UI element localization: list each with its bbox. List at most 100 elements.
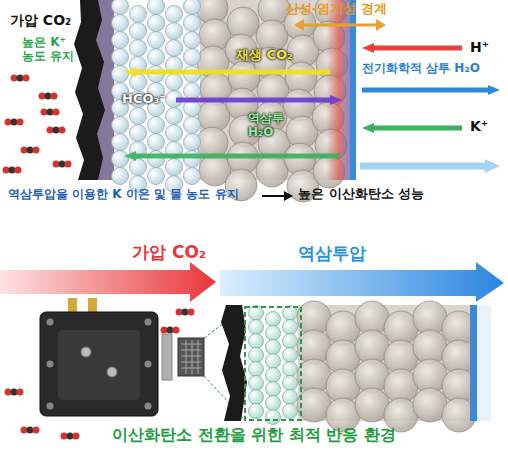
- bead: [266, 368, 281, 383]
- oxygen-atom: [47, 127, 54, 134]
- implies-arrow: [262, 195, 286, 197]
- bead: [266, 396, 281, 411]
- flux-label: 전기화학적 삼투 H₂O: [362, 62, 480, 76]
- bead: [130, 6, 147, 23]
- oxygen-atom: [33, 147, 40, 154]
- bead: [148, 134, 165, 151]
- arrow-head: [284, 191, 293, 201]
- bead: [112, 0, 129, 15]
- bead: [130, 23, 147, 40]
- bead: [112, 66, 129, 83]
- bead: [283, 362, 298, 377]
- oxygen-atom: [5, 119, 12, 126]
- bead: [112, 117, 129, 134]
- bead: [166, 6, 183, 23]
- bead: [130, 159, 147, 176]
- bubble: [256, 155, 288, 187]
- carbon-gas-diffusion-layer: [74, 0, 105, 180]
- bead: [112, 151, 129, 168]
- membrane-edge: [350, 0, 356, 180]
- oxygen-atom: [176, 309, 183, 316]
- bead: [112, 15, 129, 32]
- boundary-span: [300, 24, 380, 27]
- oxygen-atom: [3, 167, 10, 174]
- arrow-fill: [0, 262, 216, 302]
- flux-label: 재생 CO₂: [236, 48, 293, 63]
- carbon-atom: [67, 433, 74, 440]
- flux-label: 역삼투 H₂O: [248, 112, 310, 140]
- bead: [283, 320, 298, 335]
- acid-base-boundary: [326, 0, 352, 180]
- ion-label: K⁺: [470, 118, 488, 134]
- arrow-label: 역삼투압: [298, 242, 366, 265]
- zoom-box: [245, 307, 301, 420]
- summary-text: 역삼투압을 이용한 K 이온 및 물 농도 유지: [8, 188, 239, 202]
- bead: [249, 390, 264, 405]
- bead: [148, 168, 165, 185]
- carbon-atom: [27, 427, 34, 434]
- bead: [184, 83, 201, 100]
- bead: [112, 32, 129, 49]
- arrow-head: [362, 43, 374, 53]
- bead: [184, 49, 201, 66]
- bead: [130, 125, 147, 142]
- oxygen-atom: [59, 127, 66, 134]
- bead: [112, 168, 129, 185]
- oxygen-atom: [161, 327, 168, 334]
- carbon-atom: [9, 167, 16, 174]
- oxygen-atom: [188, 309, 195, 316]
- ion-label: H⁺: [470, 39, 489, 55]
- bead: [266, 410, 281, 425]
- bead: [249, 348, 264, 363]
- bead: [148, 0, 165, 15]
- bead: [166, 40, 183, 57]
- flux-arrow: [374, 126, 462, 131]
- bead: [130, 74, 147, 91]
- carbon-atom: [167, 327, 174, 334]
- oxygen-atom: [51, 93, 58, 100]
- bead: [266, 354, 281, 369]
- arrow-label: 가압 CO₂: [132, 241, 206, 264]
- carbon-atom: [45, 93, 52, 100]
- arrow-head: [485, 159, 500, 173]
- bead: [166, 23, 183, 40]
- arrow-head: [124, 67, 136, 77]
- bead: [283, 404, 298, 419]
- oxygen-atom: [41, 109, 48, 116]
- oxygen-atom: [21, 427, 28, 434]
- bead: [148, 151, 165, 168]
- bead: [283, 334, 298, 349]
- bead: [266, 382, 281, 397]
- oxygen-atom: [15, 167, 22, 174]
- catalyst-beads: [249, 306, 298, 425]
- arrow-fill: [220, 262, 504, 302]
- note-label: 높은 K⁺ 농도 유지: [22, 36, 78, 64]
- result-text: 높은 이산화탄소 성능: [298, 187, 424, 202]
- bead: [166, 74, 183, 91]
- bead: [249, 334, 264, 349]
- carbon-atom: [11, 389, 18, 396]
- bead: [184, 15, 201, 32]
- oxygen-atom: [17, 119, 24, 126]
- bead: [184, 168, 201, 185]
- caption-text: 이산화탄소 전환을 위한 최적 반응 환경: [112, 426, 396, 444]
- ion-label: HCO₃⁻: [122, 92, 166, 107]
- arrow-head: [294, 19, 304, 31]
- membrane-edge: [470, 305, 477, 421]
- bead: [112, 134, 129, 151]
- carbon-atom: [27, 147, 34, 154]
- flux-arrows: [124, 43, 500, 173]
- carbon-atom: [182, 309, 189, 316]
- flux-arrow: [176, 98, 330, 103]
- bead: [249, 404, 264, 419]
- flux-arrow: [362, 88, 488, 93]
- bead: [249, 376, 264, 391]
- arrow-band: 역삼투압: [220, 238, 506, 302]
- bead: [184, 32, 201, 49]
- ionomer-bubbles: [297, 301, 476, 432]
- bead: [184, 117, 201, 134]
- oxygen-atom: [33, 427, 40, 434]
- flux-arrow: [136, 154, 340, 159]
- flux-arrow: [136, 70, 330, 75]
